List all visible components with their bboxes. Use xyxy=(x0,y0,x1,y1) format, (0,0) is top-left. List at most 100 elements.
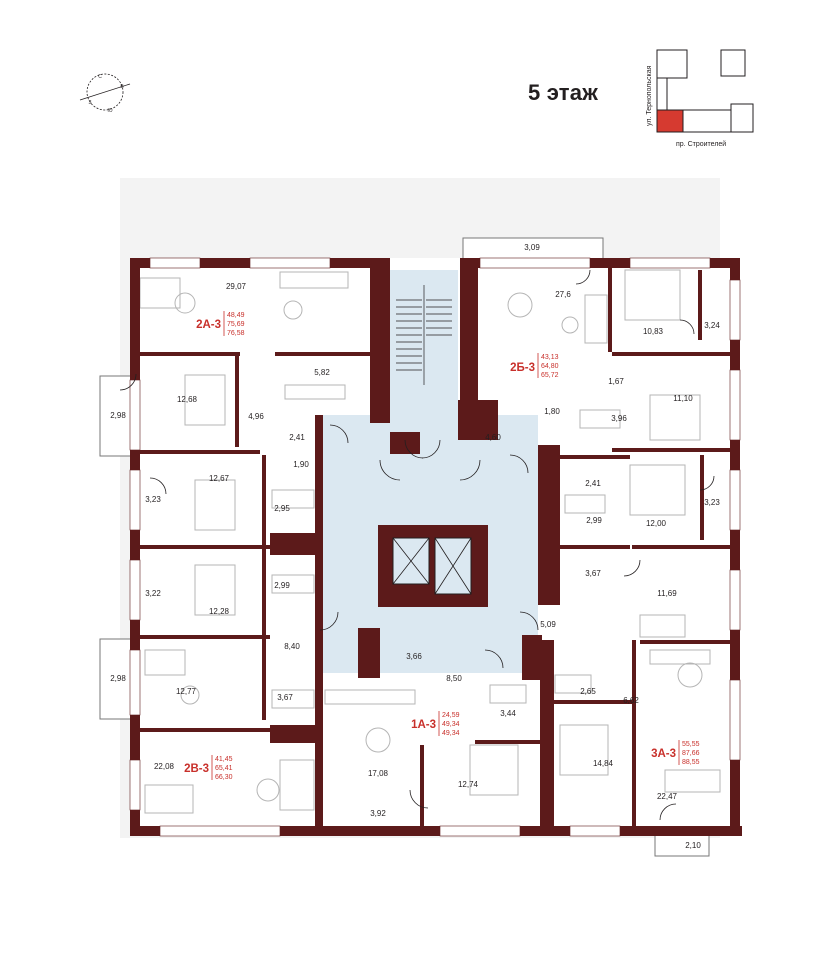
room-area: 27,6 xyxy=(555,290,571,299)
wall-mid-left-2 xyxy=(270,725,315,743)
door-5 xyxy=(119,373,137,391)
window-17 xyxy=(569,825,621,837)
key-block-3 xyxy=(656,77,668,111)
stair-treads xyxy=(396,285,452,385)
window-12 xyxy=(729,469,741,531)
window-4 xyxy=(629,257,711,269)
elevator-1-cross xyxy=(392,537,430,585)
apt-code: 3А-3 xyxy=(651,748,676,760)
apt-area-living: 48,49 xyxy=(227,312,245,319)
apartment-labels: 2А-3 48,49 75,69 76,58 2Б-3 43,13 64,80 … xyxy=(184,311,700,781)
wall-int-13 xyxy=(640,640,730,644)
room-area: 3,67 xyxy=(277,693,293,702)
wall-int-10 xyxy=(612,352,730,356)
room-area: 12,74 xyxy=(458,780,479,789)
window-15 xyxy=(159,825,281,837)
room-area: 1,67 xyxy=(608,377,624,386)
room-area: 2,10 xyxy=(685,841,701,850)
doors xyxy=(119,269,715,821)
room-area: 1,80 xyxy=(544,407,560,416)
door-2 xyxy=(484,649,504,669)
door-3 xyxy=(519,611,539,631)
wall-core-right xyxy=(538,445,560,605)
key-block-2 xyxy=(720,49,746,77)
room-area: 3,23 xyxy=(145,495,161,504)
window-6 xyxy=(129,469,141,531)
door-4 xyxy=(575,269,591,285)
door-vestibule-l xyxy=(379,459,401,481)
dining-2b-3 xyxy=(507,292,533,318)
room-area: 12,00 xyxy=(646,519,667,528)
room-area: 3,44 xyxy=(500,709,516,718)
windows xyxy=(129,257,741,837)
door-hall-right xyxy=(509,454,529,474)
kitchen-3a-3 xyxy=(649,649,711,665)
apt-area-gross: 88,55 xyxy=(682,759,700,766)
wall-outer-right xyxy=(730,258,740,836)
room-area: 5,82 xyxy=(314,368,330,377)
compass-e: В xyxy=(120,84,124,90)
apt-area-total: 64,80 xyxy=(541,363,559,370)
wall-int-11 xyxy=(612,448,730,452)
apt-area-total: 87,66 xyxy=(682,750,700,757)
compass-n: С xyxy=(98,74,102,80)
room-area: 2,99 xyxy=(586,516,602,525)
compass-ring xyxy=(86,73,124,111)
dining-2v-3 xyxy=(256,778,280,802)
wall-int-15 xyxy=(700,455,704,540)
kitchen-2a-3 xyxy=(279,271,349,289)
room-area: 4,96 xyxy=(248,412,264,421)
door-6 xyxy=(149,477,167,495)
apt-area-gross: 65,72 xyxy=(541,372,559,379)
bath-2-99 xyxy=(271,574,315,594)
wall-core-bottom-2 xyxy=(522,635,542,680)
wall-int-18 xyxy=(420,745,424,830)
wall-int-1 xyxy=(140,352,240,356)
room-area: 1,90 xyxy=(293,460,309,469)
sofa-3a-3 xyxy=(664,769,721,793)
bed-10-83 xyxy=(624,269,681,321)
door-hall-left xyxy=(329,424,349,444)
room-area: 2,98 xyxy=(110,674,126,683)
window-1 xyxy=(149,257,201,269)
room-area: 17,08 xyxy=(368,769,389,778)
bed-12-28 xyxy=(194,564,236,616)
room-area: 2,41 xyxy=(585,479,601,488)
wall-core-bottom xyxy=(358,628,380,678)
table-2v-3 xyxy=(180,685,200,705)
room-area: 8,40 xyxy=(284,642,300,651)
key-block-4 xyxy=(682,109,732,133)
elevators xyxy=(378,525,488,607)
window-2 xyxy=(249,257,331,269)
window-3 xyxy=(479,257,591,269)
bath-1a-3 xyxy=(489,684,527,704)
door-hall-top xyxy=(404,439,424,459)
key-block-5 xyxy=(730,103,754,133)
wall-int-12 xyxy=(632,545,730,549)
apt-code: 1А-3 xyxy=(411,719,436,731)
bed-14-84 xyxy=(559,724,609,776)
wall-top-right-2 xyxy=(460,258,478,418)
bed-12-67 xyxy=(194,479,236,531)
wall-int-21 xyxy=(554,700,634,704)
door-hall-top-2 xyxy=(421,439,441,459)
wall-int-8 xyxy=(275,352,370,356)
room-areas: 29,07 5,82 12,68 4,96 2,98 2,41 1,90 12,… xyxy=(110,243,720,850)
key-block-highlight xyxy=(656,109,684,133)
wall-core-left xyxy=(315,415,323,835)
bed-11-10 xyxy=(649,394,701,441)
bath-2-99-r xyxy=(564,494,606,514)
wall-int-20 xyxy=(560,545,630,549)
room-area: 11,10 xyxy=(673,394,693,403)
apt-area-gross: 66,30 xyxy=(215,774,233,781)
room-area: 3,09 xyxy=(524,243,540,252)
room-area: 8,50 xyxy=(446,674,462,683)
wall-int-17 xyxy=(475,740,545,744)
room-area: 3,67 xyxy=(585,569,601,578)
apt-code: 2А-3 xyxy=(196,319,221,331)
room-area: 12,28 xyxy=(209,607,230,616)
key-plan: ул. Тернопольская пр. Строителей xyxy=(646,49,754,148)
door-8 xyxy=(699,475,715,491)
bed-2a-3 xyxy=(184,374,226,426)
